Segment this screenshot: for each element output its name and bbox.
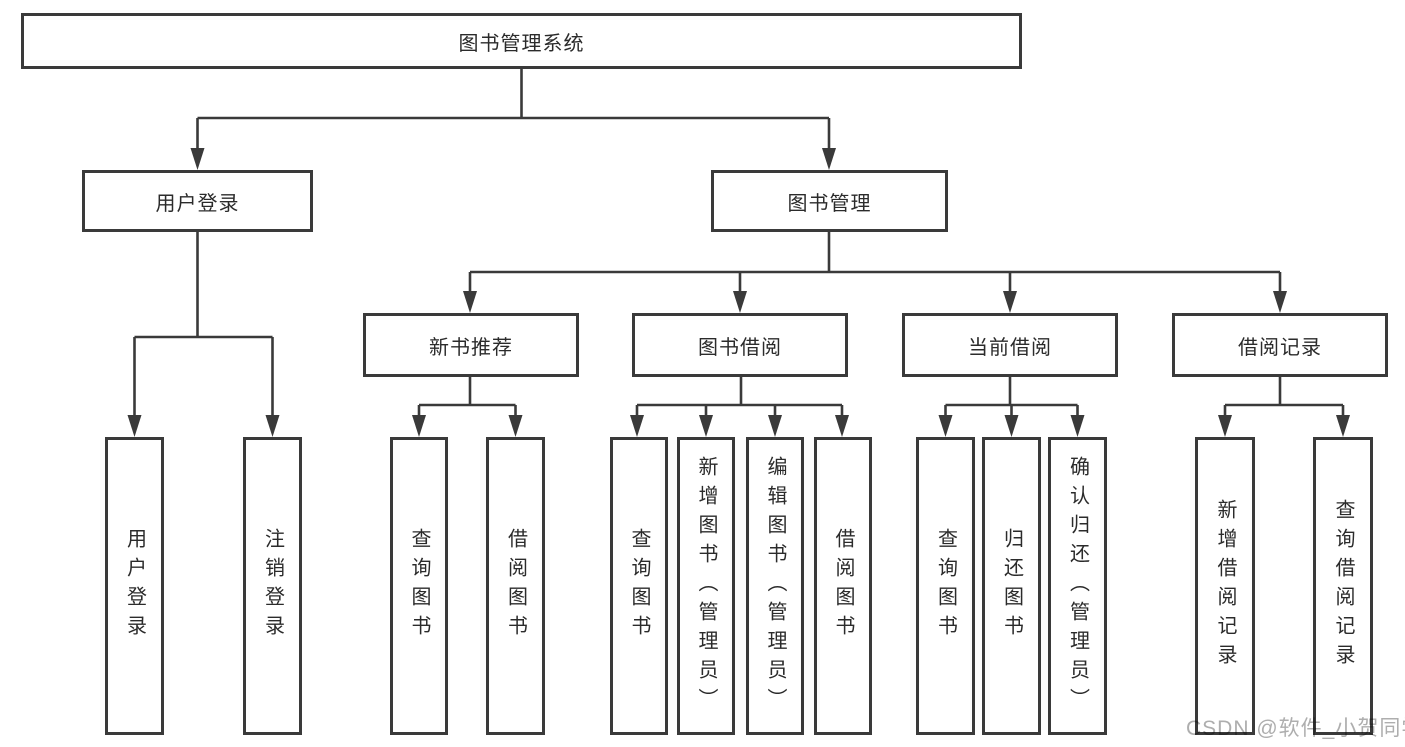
leaf-label: 编辑图书（管理员） (764, 455, 786, 717)
leaf-label: 借阅图书 (504, 528, 527, 644)
leaf-add-borrow-record: 新增借阅记录 (1195, 437, 1255, 735)
node-borrow-records: 借阅记录 (1172, 313, 1388, 377)
leaf-logout-login: 注销登录 (243, 437, 302, 735)
leaf-add-book-admin: 新增图书（管理员） (677, 437, 735, 735)
leaf-query-books: 查询图书 (610, 437, 668, 735)
leaf-user-login: 用户登录 (105, 437, 164, 735)
leaf-label: 用户登录 (123, 528, 146, 644)
leaf-borrow-books: 借阅图书 (814, 437, 872, 735)
leaf-label: 查询图书 (408, 528, 430, 644)
arrowheads (127, 148, 1350, 437)
leaf-confirm-return-admin: 确认归还（管理员） (1048, 437, 1107, 735)
node-current-borrow: 当前借阅 (902, 313, 1118, 377)
node-label: 图书管理 (787, 192, 872, 215)
leaf-label: 查询图书 (628, 528, 650, 644)
leaf-query-borrow-record: 查询借阅记录 (1313, 437, 1373, 735)
node-book-borrow: 图书借阅 (632, 313, 848, 377)
leaf-label: 查询图书 (934, 528, 957, 644)
leaf-borrow-books: 借阅图书 (486, 437, 545, 735)
node-user-login: 用户登录 (82, 170, 313, 232)
node-label: 当前借阅 (968, 336, 1052, 359)
node-new-book-recommend: 新书推荐 (363, 313, 579, 377)
leaf-label: 注销登录 (261, 528, 284, 644)
leaf-label: 确认归还（管理员） (1066, 455, 1089, 717)
leaf-edit-book-admin: 编辑图书（管理员） (746, 437, 804, 735)
node-label: 用户登录 (155, 192, 240, 215)
leaf-label: 查询借阅记录 (1332, 499, 1354, 673)
leaf-label: 归还图书 (1000, 528, 1023, 644)
leaf-query-books: 查询图书 (390, 437, 448, 735)
node-library-system: 图书管理系统 (21, 13, 1022, 69)
node-label: 图书借阅 (698, 336, 782, 359)
node-label: 借阅记录 (1238, 336, 1322, 359)
node-label: 图书管理系统 (458, 32, 585, 55)
csdn-watermark: CSDN @软件_小贺同学 (1186, 717, 1405, 740)
leaf-query-books: 查询图书 (916, 437, 975, 735)
leaf-label: 新增图书（管理员） (695, 455, 717, 717)
node-book-management: 图书管理 (711, 170, 948, 232)
node-label: 新书推荐 (429, 336, 513, 359)
leaf-return-books: 归还图书 (982, 437, 1041, 735)
leaf-label: 借阅图书 (832, 528, 854, 644)
leaf-label: 新增借阅记录 (1214, 499, 1236, 673)
